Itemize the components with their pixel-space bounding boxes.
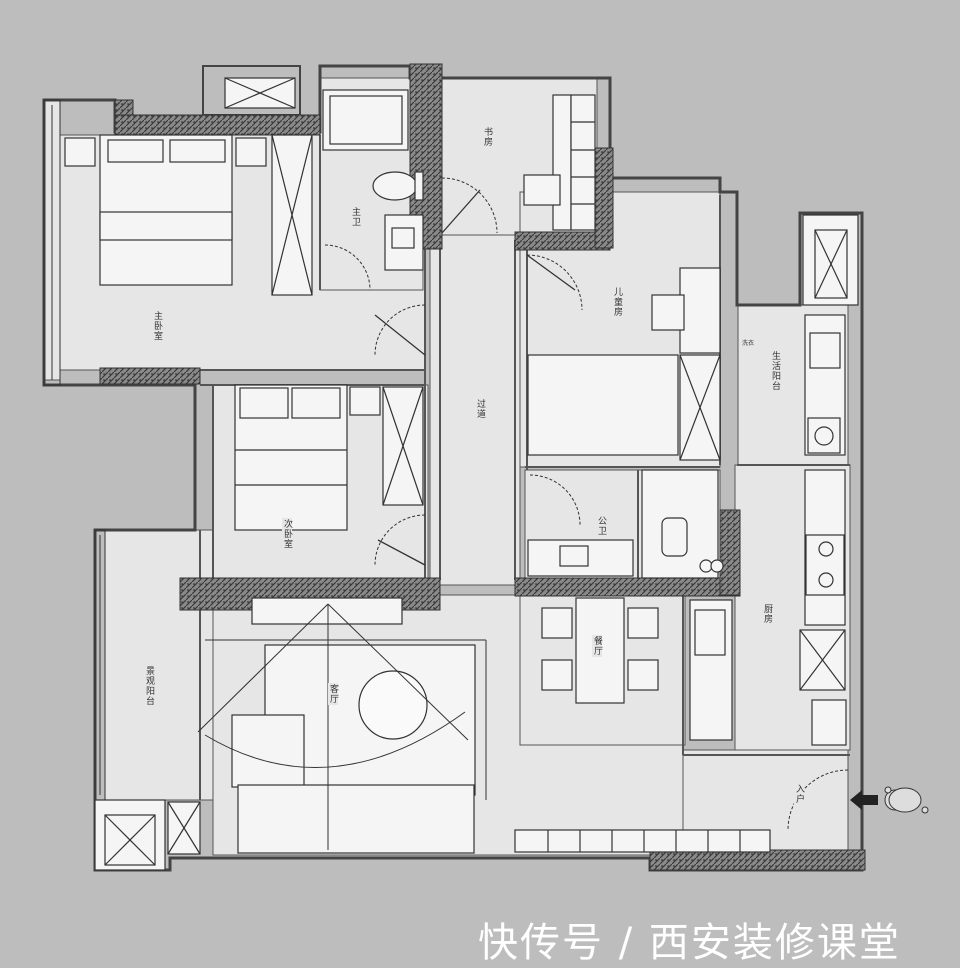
shoe-cabinet (514, 829, 771, 853)
view-balcony-floor (104, 529, 214, 801)
label-master-bedroom: 主卧室 (152, 310, 162, 342)
entry-arrow-icon (850, 790, 878, 810)
kids-furniture (527, 267, 721, 461)
label-public-bath: 公卫 (596, 515, 606, 537)
label-living-room: 客厅 (328, 683, 338, 705)
study-shelf (523, 94, 596, 231)
second-bed (234, 384, 424, 531)
utility-fixtures (802, 214, 859, 456)
label-kids-room: 儿童房 (612, 286, 622, 318)
label-study: 书房 (482, 126, 492, 148)
label-dining: 餐厅 (592, 635, 602, 657)
label-washer: 洗衣 (742, 340, 755, 347)
living-furniture (231, 597, 476, 854)
public-bath-fixtures (527, 469, 724, 579)
door-leaves (374, 189, 576, 566)
label-entrance: 入户 (794, 783, 804, 805)
master-bath-fixtures (322, 89, 424, 271)
bottom-vent-box (94, 799, 201, 871)
tv-view-lines (197, 603, 487, 850)
master-wardrobe (271, 134, 313, 296)
label-kitchen: 厨房 (762, 603, 772, 625)
label-utility-balcony: 生活阳台 (770, 350, 780, 392)
master-balcony-rail (43, 99, 61, 386)
master-bed (64, 134, 267, 286)
label-corridor: 过道 (475, 398, 485, 420)
person-icon (884, 786, 929, 814)
label-second-bedroom: 次卧室 (282, 518, 292, 550)
top-vent-box (224, 77, 296, 109)
kitchen-fixtures (689, 469, 847, 746)
label-view-balcony: 景观阳台 (144, 665, 154, 707)
watermark-text: 快传号 / 西安装修课堂 (478, 920, 901, 966)
door-swings (324, 177, 849, 831)
label-master-bath: 主卫 (350, 206, 360, 228)
